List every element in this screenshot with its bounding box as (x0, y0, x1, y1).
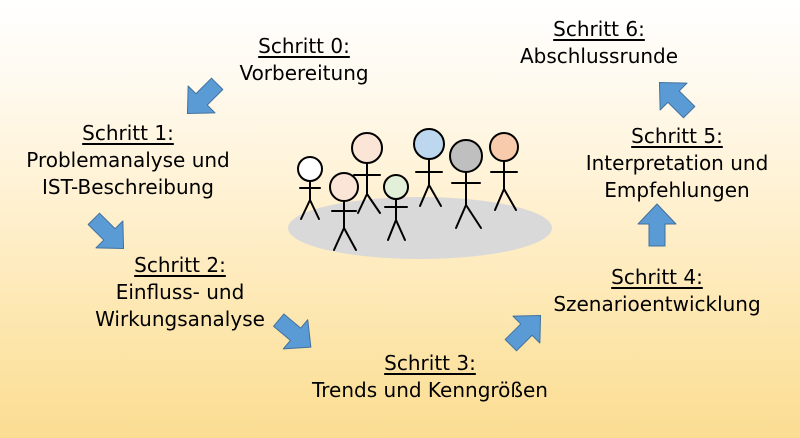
step-0-heading: Schritt 0: (258, 34, 350, 58)
arrow-step4-to-step5 (637, 203, 677, 247)
step-4-heading: Schritt 4: (611, 265, 703, 289)
step-0: Schritt 0: Vorbereitung (239, 33, 368, 87)
step-1-description-line-1: Problemanalyse und (26, 148, 230, 172)
stick-figure-1 (297, 156, 323, 220)
flow-arrows (87, 77, 696, 352)
step-2-heading: Schritt 2: (134, 253, 226, 277)
arrow-step1-to-step2 (87, 212, 125, 250)
step-1-heading: Schritt 1: (82, 121, 174, 145)
stick-figure-7 (489, 132, 519, 211)
step-5-description-line-1: Interpretation und (585, 151, 769, 175)
arrow-step2-to-step3 (273, 313, 312, 350)
stick-figure-5-head (413, 128, 445, 160)
stick-figure-4-head (383, 174, 409, 200)
team-platform (288, 197, 552, 259)
stick-figure-7-head (489, 132, 519, 162)
stick-figure-3 (351, 132, 383, 214)
stick-figure-1-head (297, 156, 323, 182)
arrow-step5-to-step6 (658, 81, 696, 119)
step-5-description-line-2: Empfehlungen (604, 178, 750, 202)
stick-figure-2-head (329, 172, 359, 202)
stick-figure-6 (449, 139, 483, 229)
step-0-description: Vorbereitung (239, 61, 369, 85)
step-6-heading: Schritt 6: (553, 17, 645, 41)
team-figures (297, 128, 519, 251)
step-4: Schritt 4: Szenarioentwicklung (553, 264, 760, 318)
stick-figure-3-head (351, 132, 383, 164)
arrow-step3-to-step4 (504, 314, 542, 352)
arrow-step0-to-step1 (186, 77, 224, 115)
step-2-description-line-2: Wirkungsanalyse (95, 307, 265, 331)
stick-figure-4 (383, 174, 409, 241)
step-3-description: Trends und Kenngrößen (312, 378, 548, 402)
stick-figure-5 (413, 128, 445, 207)
stick-figure-2 (329, 172, 359, 251)
step-1-description-line-2: IST-Beschreibung (42, 175, 214, 199)
step-5: Schritt 5: Interpretation und Empfehlung… (586, 123, 769, 204)
step-6: Schritt 6: Abschlussrunde (520, 16, 678, 70)
step-4-description: Szenarioentwicklung (553, 292, 761, 316)
step-6-description: Abschlussrunde (519, 44, 679, 68)
step-1: Schritt 1: Problemanalyse und IST-Beschr… (26, 120, 229, 201)
step-2-description-line-1: Einfluss- und (115, 280, 245, 304)
stick-figure-6-head (449, 139, 483, 173)
step-3: Schritt 3: Trends und Kenngrößen (312, 350, 548, 404)
step-5-heading: Schritt 5: (631, 124, 723, 148)
step-3-heading: Schritt 3: (384, 351, 476, 375)
step-2: Schritt 2: Einfluss- und Wirkungsanalyse (95, 252, 265, 333)
